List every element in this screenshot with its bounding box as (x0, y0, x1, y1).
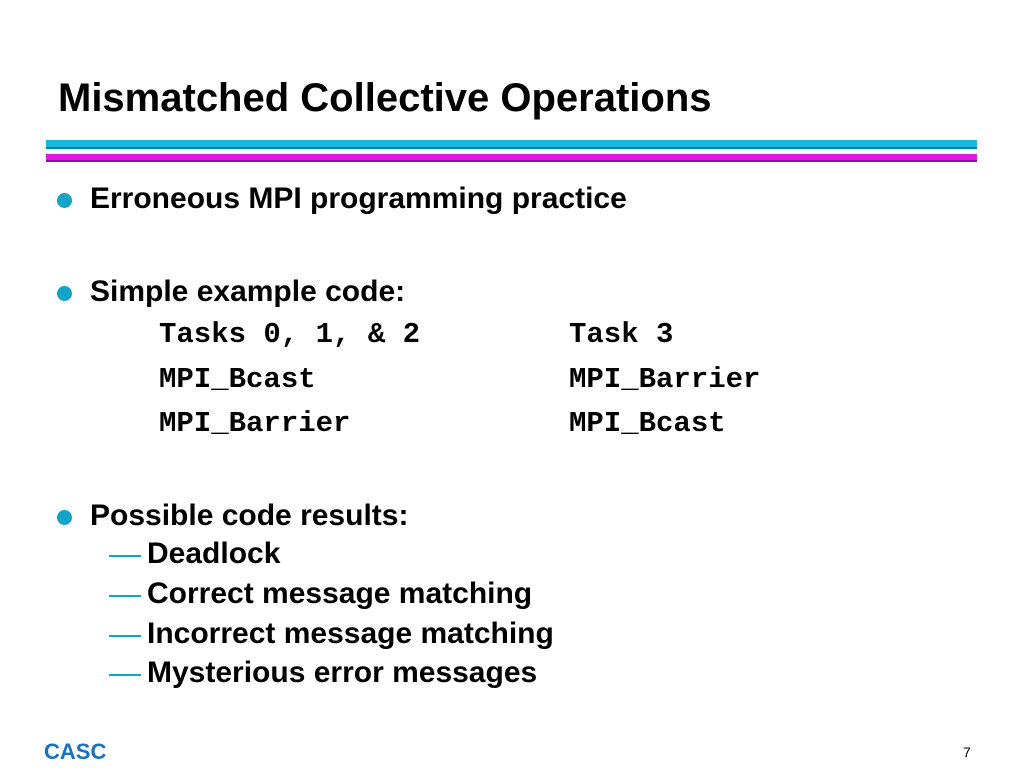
code-col1-line: MPI_Barrier (159, 407, 351, 440)
sub-bullet-text: Incorrect message matching (147, 617, 554, 650)
sub-bullet-item: Incorrect message matching (109, 619, 554, 649)
bullet-dot-icon (57, 509, 72, 525)
em-dash-icon (109, 674, 141, 676)
title-rule-cyan (46, 140, 977, 149)
em-dash-icon (109, 595, 141, 597)
code-col2-line: Task 3 (569, 318, 674, 351)
code-col1-line: MPI_Bcast (159, 363, 316, 396)
slide-title: Mismatched Collective Operations (58, 76, 712, 120)
sub-bullet-text: Mysterious error messages (147, 656, 538, 689)
em-dash-icon (109, 555, 141, 557)
code-col2-line: MPI_Bcast (569, 407, 726, 440)
page-number: 7 (963, 744, 971, 760)
bullet-text: Possible code results: (90, 499, 409, 532)
bullet-text: Erroneous MPI programming practice (90, 182, 627, 215)
code-col1-line: Tasks 0, 1, & 2 (159, 318, 421, 351)
code-col2-line: MPI_Barrier (569, 363, 761, 396)
sub-bullet-text: Correct message matching (147, 577, 533, 610)
casc-logo: CASC (44, 739, 107, 764)
sub-bullet-text: Deadlock (147, 537, 281, 570)
bullet-text: Simple example code: (90, 275, 406, 308)
em-dash-icon (109, 635, 141, 637)
sub-bullet-item: Deadlock (109, 539, 280, 569)
bullet-item: Possible code results: (57, 501, 408, 531)
sub-bullet-item: Correct message matching (109, 579, 532, 609)
title-rule-magenta (46, 154, 977, 162)
bullet-item: Erroneous MPI programming practice (57, 184, 627, 214)
bullet-dot-icon (57, 285, 72, 301)
bullet-dot-icon (57, 192, 72, 208)
bullet-item: Simple example code: (57, 277, 405, 307)
sub-bullet-item: Mysterious error messages (109, 658, 537, 688)
